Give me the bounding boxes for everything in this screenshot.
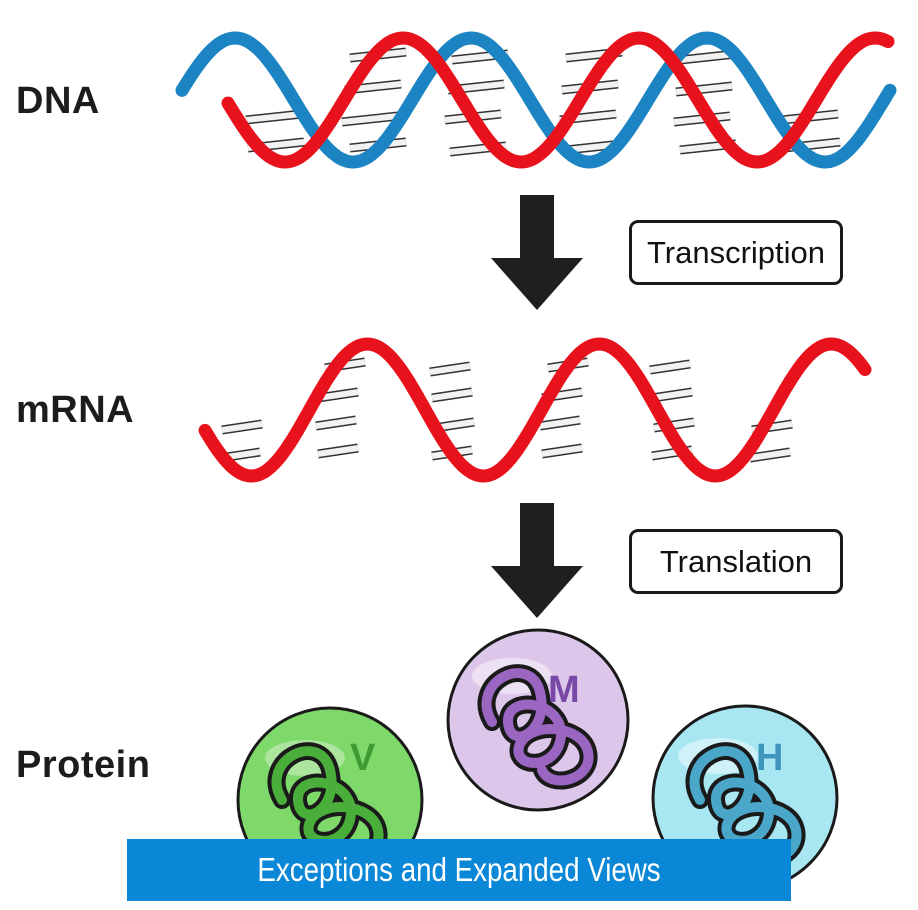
label-dna: DNA (16, 80, 100, 122)
banner-title: Exceptions and Expanded Views (257, 851, 661, 888)
base-pair (429, 363, 471, 375)
base-pair (315, 417, 357, 429)
base-pair (649, 361, 691, 373)
base-pair (341, 113, 399, 125)
base-pair (431, 389, 473, 401)
mrna-strand (198, 337, 872, 483)
transcription-arrow (491, 195, 583, 310)
base-pair (651, 389, 693, 401)
protein-m-letter: M (548, 669, 580, 711)
base-pair (317, 445, 359, 457)
mrna-strand-red (198, 337, 872, 483)
transcription-box: Transcription (629, 220, 843, 285)
translation-arrow (491, 503, 583, 618)
base-pair (679, 51, 737, 63)
base-pair (541, 445, 583, 457)
base-pair (245, 111, 303, 123)
base-pair (317, 389, 359, 401)
label-protein: Protein (16, 744, 151, 786)
base-pair (539, 417, 581, 429)
base-pair (749, 449, 791, 461)
dna-strand-red (221, 31, 895, 169)
base-pair (221, 421, 263, 433)
dna-strand-blue (175, 31, 897, 169)
dna-helix (175, 31, 897, 169)
protein-h-letter: H (756, 737, 783, 779)
translation-box: Translation (629, 529, 843, 594)
protein-v-letter: V (350, 737, 376, 779)
protein-m-icon: M (446, 628, 630, 812)
title-banner: Exceptions and Expanded Views (127, 839, 791, 901)
base-pair (673, 113, 731, 125)
label-mrna: mRNA (16, 389, 135, 431)
